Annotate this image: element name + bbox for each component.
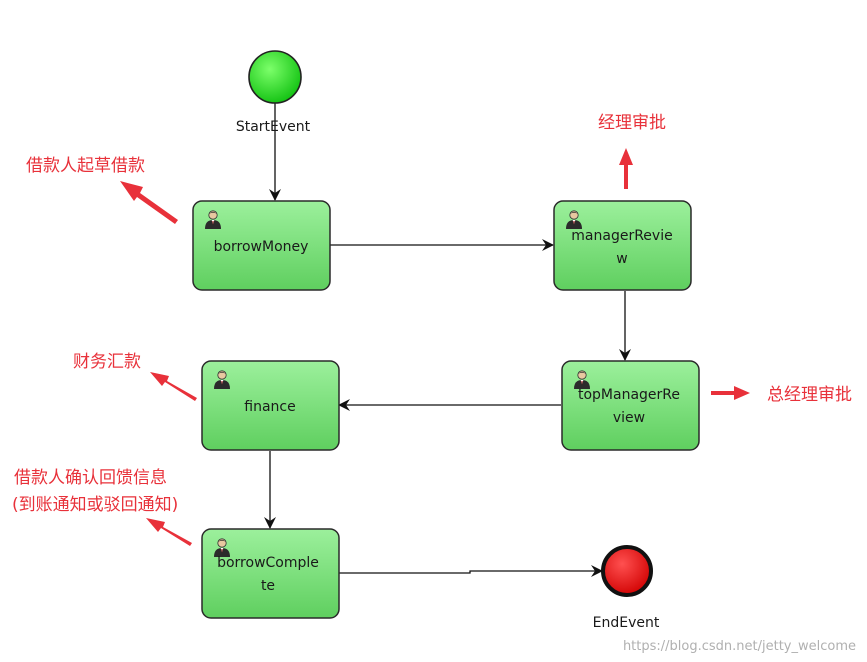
end-event-label: EndEvent (593, 615, 660, 631)
task-topmanagerreview-label-line2: view (613, 410, 645, 426)
end-event[interactable]: EndEvent (593, 545, 660, 631)
annotation-finance-remit: 财务汇款 (73, 352, 141, 372)
annotations: 借款人起草借款 经理审批 总经理审批 财务汇款 借款人确认回馈信息 (到账通知或… (12, 113, 852, 546)
task-borrowcomplete[interactable]: borrowComple te (201, 528, 340, 619)
task-topmanagerreview-label-line1: topManagerRe (578, 387, 680, 403)
flow-borrowcomplete-to-end (339, 565, 603, 577)
annotation-borrower-confirm-line1: 借款人确认回馈信息 (14, 468, 167, 488)
task-borrowcomplete-label-line2: te (261, 578, 275, 594)
task-finance[interactable]: finance (201, 360, 340, 451)
sequence-flows (264, 103, 631, 577)
task-managerreview-label-line1: managerRevie (571, 228, 672, 244)
task-finance-label: finance (244, 399, 295, 415)
task-managerreview[interactable]: managerRevie w (553, 200, 692, 291)
watermark: https://blog.csdn.net/jetty_welcome (623, 639, 856, 654)
annotation-manager-approve: 经理审批 (598, 113, 666, 133)
annotation-arrow-borrower-draft (120, 181, 178, 224)
task-borrowmoney[interactable]: borrowMoney (192, 200, 331, 291)
annotation-arrow-borrower-confirm (146, 518, 192, 546)
start-event-label: StartEvent (236, 119, 311, 135)
annotation-general-manager-approve: 总经理审批 (767, 385, 852, 405)
task-borrowcomplete-label-line1: borrowComple (217, 555, 319, 571)
annotation-borrower-confirm-line2: (到账通知或驳回通知) (12, 495, 178, 515)
annotation-arrow-finance-remit (150, 372, 197, 401)
annotation-borrower-draft: 借款人起草借款 (26, 156, 145, 176)
annotation-arrow-manager-approve (619, 148, 633, 189)
task-topmanagerreview[interactable]: topManagerRe view (561, 360, 700, 451)
task-managerreview-label-line2: w (616, 251, 627, 267)
start-event[interactable]: StartEvent (236, 50, 311, 135)
task-borrowmoney-label: borrowMoney (214, 239, 309, 255)
annotation-arrow-general-manager-approve (711, 386, 750, 400)
